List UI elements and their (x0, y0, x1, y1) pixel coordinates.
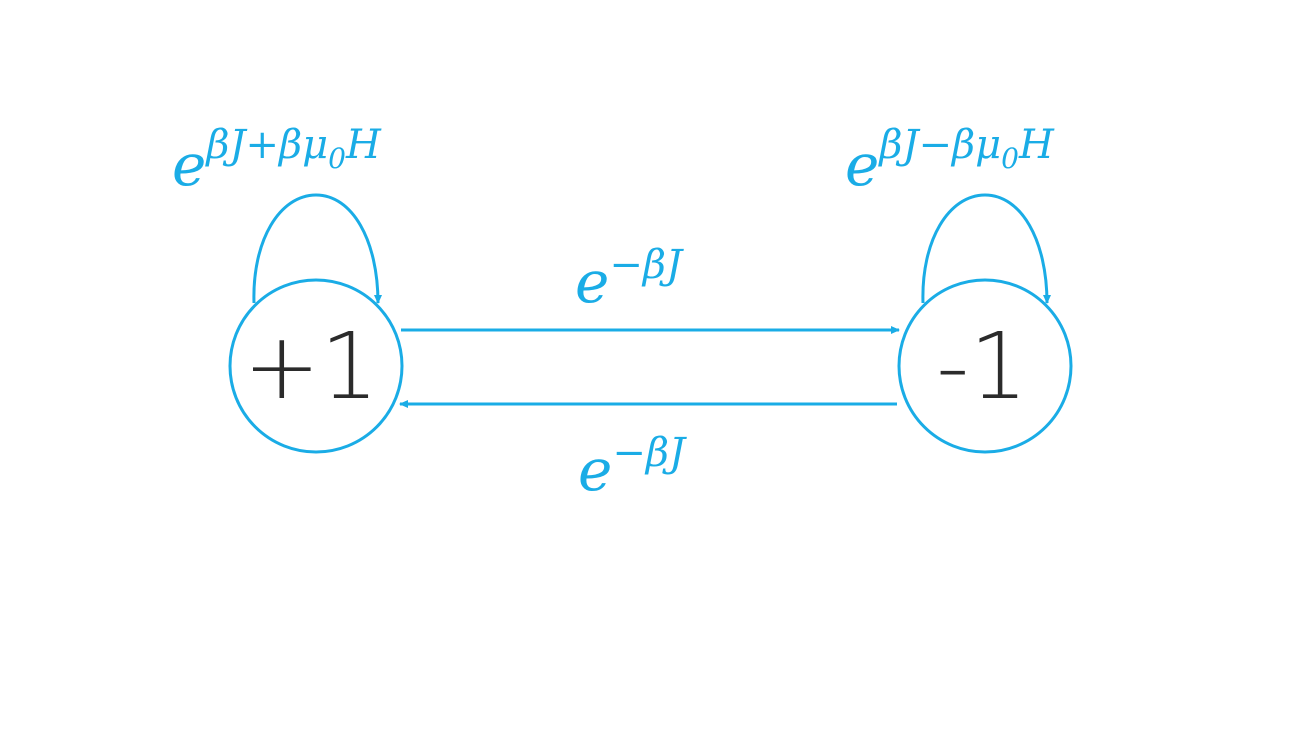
self-loop-minus-weight-exp-end: H (1018, 122, 1055, 168)
node-plus-one-label: +1 (243, 313, 379, 420)
node-minus-one-label: -1 (936, 313, 1028, 420)
node-plus-one-circle (228, 278, 404, 454)
self-loop-plus-weight-exp: βJ+βμ (204, 122, 328, 168)
plus-to-minus-weight-base: e (575, 248, 609, 316)
self-loop-plus-arrow (252, 193, 382, 304)
self-loop-minus-arrow (921, 193, 1051, 304)
node-minus-one-circle (897, 278, 1073, 454)
self-loop-plus-weight-exp-end: H (345, 122, 382, 168)
plus-to-minus-weight-label: e−βJ (575, 242, 684, 316)
minus-to-plus-weight-label: e−βJ (578, 430, 687, 504)
self-loop-plus-weight-sub: 0 (328, 142, 346, 175)
plus-to-minus-weight-exp: −βJ (609, 242, 684, 288)
self-loop-minus-weight-base: e (845, 131, 879, 199)
self-loop-minus-weight-sub: 0 (1001, 142, 1019, 175)
self-loop-minus-weight-label: eβJ−βμ0H (845, 122, 1055, 199)
self-loop-plus-weight-base: e (172, 131, 206, 199)
node-plus-one: +1 (228, 278, 404, 454)
minus-to-plus-weight-exp: −βJ (612, 430, 687, 476)
minus-to-plus-weight-base: e (578, 436, 612, 504)
self-loop-minus-weight-exp: βJ−βμ (877, 122, 1001, 168)
self-loop-plus-weight-label: eβJ+βμ0H (172, 122, 382, 199)
node-minus-one: -1 (897, 278, 1073, 454)
